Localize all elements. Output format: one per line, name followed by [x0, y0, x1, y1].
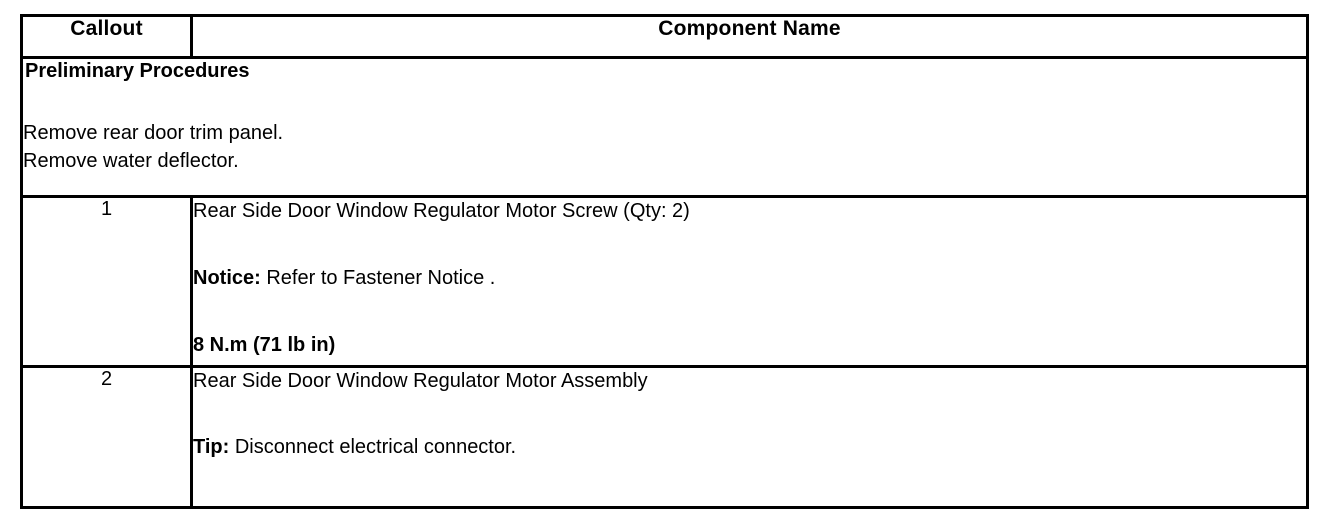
- component-tip-2: Tip: Disconnect electrical connector.: [193, 434, 1306, 460]
- header-component-name: Component Name: [190, 14, 1309, 59]
- torque-spec-1: 8 N.m (71 lb in): [193, 334, 336, 356]
- preliminary-spacer: [23, 84, 1306, 120]
- callout-number-2: 2: [20, 365, 193, 509]
- notice-label-1: Notice:: [193, 267, 261, 289]
- callout-number-1: 1: [20, 195, 193, 368]
- row-1-gap-a: [193, 224, 1306, 265]
- table-row: 1 Rear Side Door Window Regulator Motor …: [20, 195, 1309, 368]
- component-name-1: Rear Side Door Window Regulator Motor Sc…: [193, 200, 690, 222]
- preliminary-procedures-row: Preliminary Procedures Remove rear door …: [20, 56, 1309, 198]
- tip-label-2: Tip:: [193, 436, 230, 458]
- preliminary-procedures-cell: Preliminary Procedures Remove rear door …: [20, 56, 1309, 198]
- component-cell-1: Rear Side Door Window Regulator Motor Sc…: [190, 195, 1309, 368]
- header-callout: Callout: [20, 14, 193, 59]
- row-1-gap-b: [193, 291, 1306, 332]
- preliminary-step-2: Remove water deflector.: [23, 149, 239, 172]
- component-callout-table: Callout Component Name Preliminary Proce…: [20, 14, 1309, 509]
- tip-text-2: Disconnect electrical connector.: [229, 436, 517, 458]
- table-header-row: Callout Component Name: [20, 14, 1309, 59]
- component-notice-1: Notice: Refer to Fastener Notice .: [193, 265, 1306, 291]
- preliminary-procedures-title: Preliminary Procedures: [25, 60, 250, 82]
- component-cell-2: Rear Side Door Window Regulator Motor As…: [190, 365, 1309, 509]
- preliminary-step-1: Remove rear door trim panel.: [23, 122, 284, 144]
- table-row: 2 Rear Side Door Window Regulator Motor …: [20, 365, 1309, 509]
- row-2-gap-a: [193, 394, 1306, 434]
- component-name-2: Rear Side Door Window Regulator Motor As…: [193, 370, 648, 392]
- notice-text-1: Refer to Fastener Notice .: [260, 267, 496, 289]
